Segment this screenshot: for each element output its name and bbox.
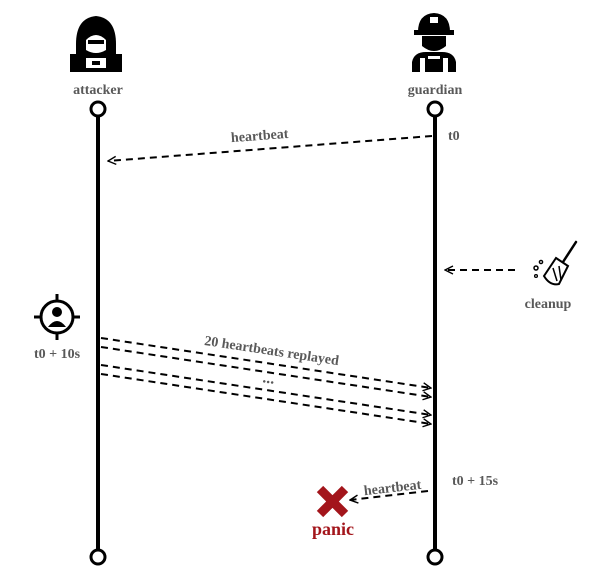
replay-ellipsis: ... [261, 369, 275, 388]
broom-icon [533, 240, 578, 286]
attacker-lifeline-start [89, 100, 107, 118]
guardian-lifeline-start [426, 100, 444, 118]
attacker-label: attacker [73, 83, 123, 98]
heartbeat-arrow-bottom [350, 490, 429, 500]
heartbeat-label-top: heartbeat [230, 127, 289, 146]
replay-arrow-1 [100, 337, 431, 388]
time-t0: t0 [448, 129, 460, 144]
red-x-icon [316, 485, 349, 518]
attacker-lifeline-end [89, 548, 107, 566]
heartbeat-label-bottom: heartbeat [363, 478, 422, 499]
guardian-label: guardian [408, 83, 463, 98]
guardian-lifeline-end [426, 548, 444, 566]
replay-arrow-2 [100, 346, 431, 397]
worker-icon [412, 13, 456, 72]
time-t0-plus-15s: t0 + 15s [452, 474, 499, 489]
cleanup-label: cleanup [525, 297, 572, 312]
replay-arrow-4 [100, 373, 431, 424]
heartbeat-arrow-top [108, 135, 433, 161]
replayed-heartbeat-arrows [100, 337, 431, 424]
time-t0-plus-10s: t0 + 10s [34, 347, 81, 362]
hacker-icon [70, 16, 122, 72]
target-person-icon [34, 294, 80, 340]
panic-label: panic [312, 519, 354, 539]
replay-arrow-3 [100, 364, 431, 415]
